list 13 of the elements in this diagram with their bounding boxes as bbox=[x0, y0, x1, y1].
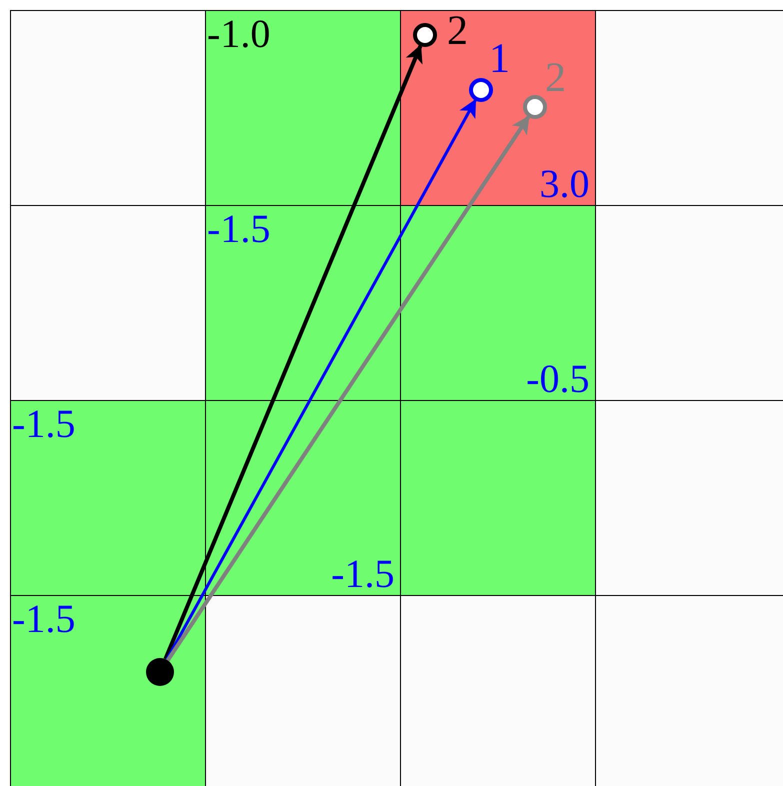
cell-value: -1.0 bbox=[207, 14, 270, 54]
cell-value: -1.5 bbox=[12, 599, 76, 639]
cell-value: 3.0 bbox=[540, 164, 590, 204]
vector-label: 2 bbox=[545, 57, 566, 99]
vector-label: 2 bbox=[447, 10, 468, 52]
arrow bbox=[166, 116, 530, 662]
arrow bbox=[165, 98, 477, 660]
cell-value: -1.5 bbox=[12, 404, 76, 444]
cell-value: -1.5 bbox=[331, 554, 394, 594]
cell-value: -1.5 bbox=[207, 209, 270, 249]
cell-value: -0.5 bbox=[526, 358, 590, 398]
vector-label: 1 bbox=[489, 38, 510, 80]
arrow bbox=[164, 44, 422, 660]
